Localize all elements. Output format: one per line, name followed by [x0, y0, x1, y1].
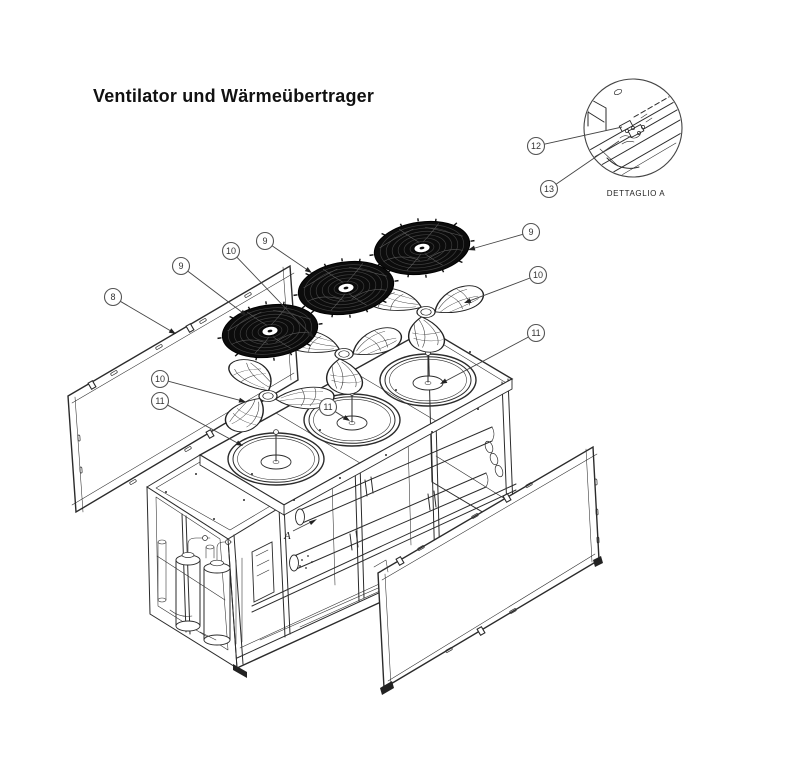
callout-10: 10	[221, 241, 314, 338]
svg-text:10: 10	[533, 270, 543, 280]
callout-11: 11	[318, 397, 350, 421]
svg-text:9: 9	[262, 236, 267, 246]
svg-text:11: 11	[155, 396, 164, 406]
svg-text:9: 9	[528, 227, 533, 237]
callout-13: 13	[539, 140, 620, 199]
compressor-compartment	[146, 454, 285, 669]
svg-text:10: 10	[155, 374, 165, 384]
svg-text:10: 10	[226, 246, 236, 256]
callout-10: 10	[464, 265, 548, 303]
callout-layer: 8 9 10 9 10 11 11 9 10 11 12 13	[103, 126, 623, 446]
svg-text:11: 11	[323, 402, 332, 412]
callout-11: 11	[440, 323, 546, 384]
marker-a-label: A	[283, 530, 291, 542]
svg-text:11: 11	[531, 328, 540, 338]
header-pipes	[289, 426, 495, 572]
marker-a: A	[283, 519, 317, 542]
detail-view: DETTAGLIO A	[583, 78, 683, 198]
callout-10: 10	[150, 369, 246, 403]
svg-text:9: 9	[178, 261, 183, 271]
svg-text:13: 13	[544, 184, 554, 194]
callout-9: 9	[255, 231, 312, 273]
svg-text:12: 12	[531, 141, 541, 151]
callout-9: 9	[468, 222, 541, 251]
detail-label: DETTAGLIO A	[607, 189, 666, 198]
deck-details	[199, 351, 513, 516]
callout-8: 8	[103, 287, 176, 334]
terminal-box	[251, 541, 275, 603]
callout-9: 9	[171, 256, 247, 316]
page-title: Ventilator und Wärmeübertrager	[93, 86, 375, 106]
svg-text:8: 8	[110, 292, 115, 302]
callout-12: 12	[526, 126, 623, 156]
right-panel	[373, 445, 603, 695]
compressors	[157, 535, 243, 646]
callout-11: 11	[150, 391, 243, 446]
sensor-detail	[618, 113, 653, 145]
